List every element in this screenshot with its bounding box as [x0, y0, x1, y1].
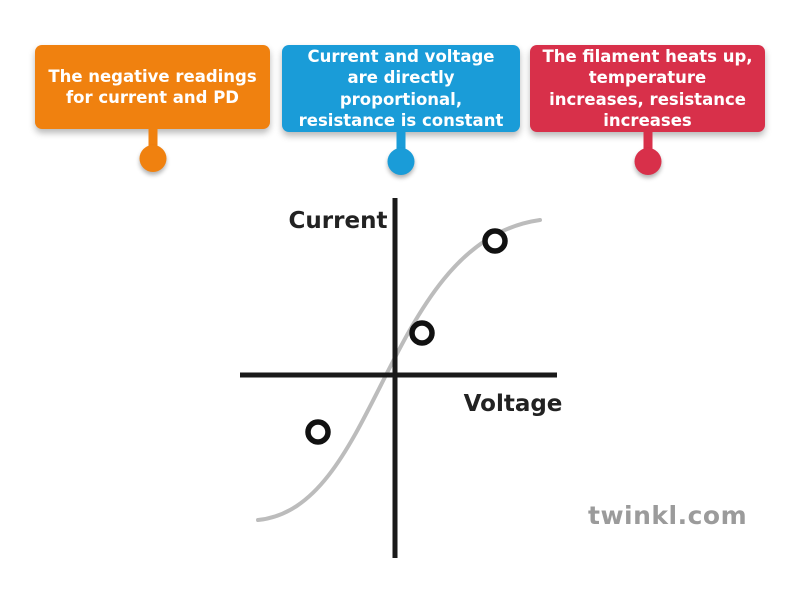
- callout-proportional: Current and voltage are directly proport…: [282, 45, 520, 175]
- callout-pin: [139, 126, 166, 172]
- y-axis-label: Current: [289, 208, 388, 234]
- watermark: twinkl.com: [588, 501, 748, 530]
- pin-stem: [643, 129, 652, 153]
- callout-pin: [634, 129, 661, 175]
- pin-stem: [396, 129, 406, 153]
- callout-pin: [387, 129, 415, 175]
- pin-stem: [148, 126, 157, 150]
- callout-filament-heats: The filament heats up, temperature incre…: [530, 45, 765, 175]
- callout-negative-readings-label: The negative readings for current and PD: [48, 66, 257, 107]
- marker-flattening-region: [482, 228, 508, 254]
- pin-dot-icon: [139, 145, 166, 172]
- iv-curve: [256, 218, 542, 522]
- x-axis-label: Voltage: [464, 391, 563, 417]
- callout-negative-readings: The negative readings for current and PD: [35, 45, 270, 172]
- callout-proportional-label: Current and voltage are directly proport…: [298, 46, 504, 130]
- pin-dot-icon: [387, 148, 415, 175]
- pin-dot-icon: [634, 148, 661, 175]
- callout-filament-heats-label: The filament heats up, temperature incre…: [542, 46, 753, 130]
- marker-linear-region: [409, 320, 435, 346]
- marker-negative-region: [305, 419, 331, 445]
